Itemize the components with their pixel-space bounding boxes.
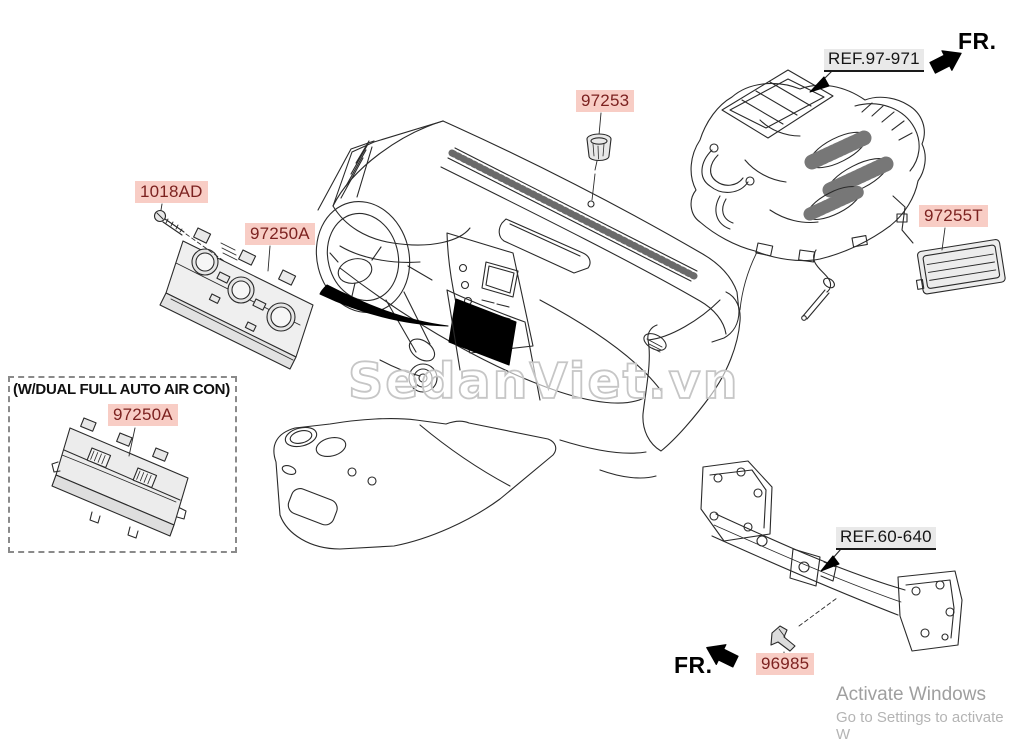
activate-windows-subtitle: Go to Settings to activate W (836, 709, 1004, 743)
fr-arrow-bottom-icon (706, 644, 739, 668)
callout-clip[interactable]: 96985 (756, 653, 815, 675)
crossmember-illustration (700, 460, 963, 652)
watermark: SedanViet.vn (348, 353, 740, 410)
amplifier-module-illustration (915, 239, 1006, 295)
callout-screw[interactable]: 1018AD (135, 181, 208, 203)
installation-pointer-arrow (319, 284, 449, 327)
callout-dual-control-panel[interactable]: 97250A (108, 404, 178, 426)
grommet-illustration (586, 112, 612, 201)
center-console-illustration (273, 359, 557, 550)
heater-control-panel-illustration (159, 227, 314, 370)
screw-illustration (153, 203, 225, 262)
callout-grommet[interactable]: 97253 (576, 90, 635, 112)
windows-activation-overlay: Activate Windows Go to Settings to activ… (836, 684, 1010, 743)
dashboard-illustration (273, 120, 741, 550)
activate-windows-title: Activate Windows (836, 684, 986, 705)
callout-leaders (267, 68, 946, 572)
clip-illustration (770, 625, 796, 656)
callout-control-panel[interactable]: 97250A (245, 223, 315, 245)
dual-air-con-box-title: (W/DUAL FULL AUTO AIR CON) (13, 381, 230, 398)
dual-heater-control-panel-illustration (51, 417, 189, 539)
fr-direction-top: FR. (958, 28, 997, 54)
callout-amplifier-module[interactable]: 97255T (919, 205, 988, 227)
fr-arrow-top-icon (929, 50, 962, 74)
hvac-heater-unit-illustration (690, 69, 926, 321)
dual-air-con-variant-box: (W/DUAL FULL AUTO AIR CON) (8, 376, 237, 553)
steering-wheel (315, 200, 436, 362)
callout-ref-crossmember[interactable]: REF.60-640 (836, 527, 936, 550)
callout-ref-heater-unit[interactable]: REF.97-971 (824, 49, 924, 72)
control-panel-opening (448, 298, 517, 366)
fr-direction-bottom: FR. (674, 652, 713, 678)
